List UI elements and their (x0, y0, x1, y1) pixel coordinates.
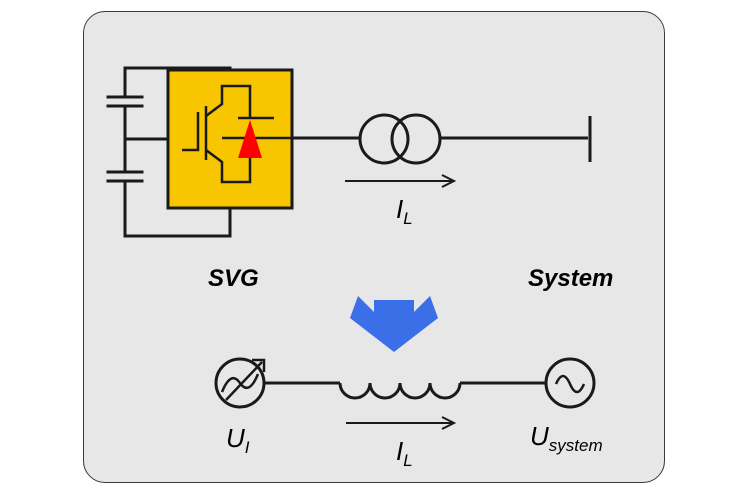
usystem-label: Usystem (530, 421, 603, 455)
current-label-bottom: IL (396, 436, 413, 470)
igbt-symbol (182, 84, 292, 184)
transformer-coil-left (358, 113, 410, 165)
svg-label: SVG (208, 265, 259, 292)
system-label: System (528, 265, 613, 292)
ac-source-system (544, 357, 596, 409)
down-arrow (350, 296, 438, 352)
current-label-top: IL (396, 194, 413, 228)
inductor (338, 382, 462, 400)
dc-capacitors (106, 66, 232, 238)
transformer-coil-right (390, 113, 442, 165)
ui-label: UI (226, 423, 250, 457)
